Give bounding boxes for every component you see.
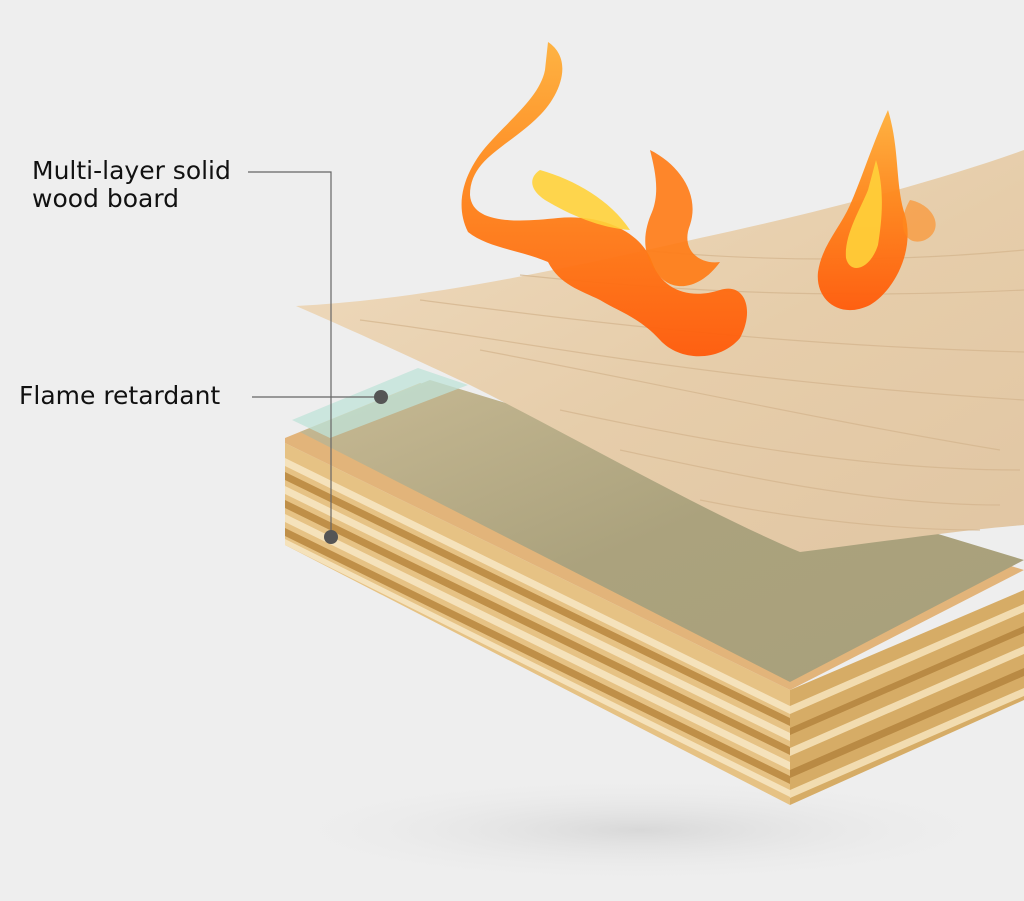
board-label-line1: Multi-layer solid: [32, 156, 231, 185]
leader-lines: [248, 171, 388, 544]
flame-retardant-label: Flame retardant: [19, 381, 221, 410]
board-marker-dot: [324, 530, 338, 544]
board-leader-line: [248, 171, 332, 537]
floor-shadow: [260, 775, 1020, 885]
flame-retardant-layer: [300, 380, 1024, 682]
plywood-right-face: [790, 590, 1024, 805]
board-label: Multi-layer solid wood board: [32, 157, 231, 213]
fire-icon: [461, 42, 936, 357]
board-label-line2: wood board: [32, 184, 180, 213]
flame-marker-dot: [374, 390, 388, 404]
plywood-front-face: [285, 443, 790, 805]
